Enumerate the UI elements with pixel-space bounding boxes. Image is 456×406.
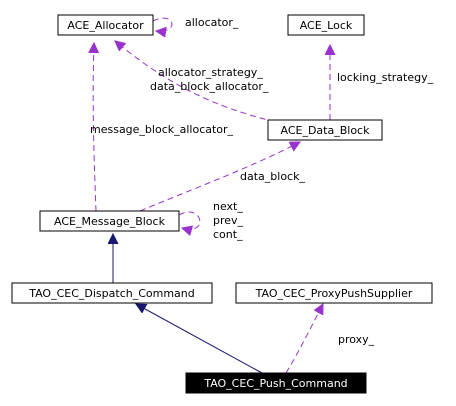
node-tao-cec-dispatch-command[interactable]: TAO_CEC_Dispatch_Command (11, 282, 213, 304)
node-ace-lock-label: ACE_Lock (300, 19, 353, 32)
edge-label-cont: cont_ (213, 228, 243, 241)
edge-label-data-block-allocator: data_block_allocator_ (150, 80, 269, 93)
node-tao-cec-dispatch-command-label: TAO_CEC_Dispatch_Command (28, 287, 195, 300)
edge-data-block-to-allocator (115, 41, 276, 123)
edge-label-prev: prev_ (213, 214, 244, 227)
node-tao-cec-proxy-push-supplier[interactable]: TAO_CEC_ProxyPushSupplier (235, 282, 433, 304)
edge-label-message-block-allocator: message_block_allocator_ (90, 123, 234, 136)
edge-message-block-self (178, 211, 201, 229)
edge-label-proxy: proxy_ (338, 333, 375, 346)
edge-message-block-to-allocator (93, 43, 96, 212)
node-ace-message-block-label: ACE_Message_Block (54, 215, 166, 228)
node-tao-cec-proxy-push-supplier-label: TAO_CEC_ProxyPushSupplier (255, 287, 413, 300)
edge-label-allocator: allocator_ (185, 16, 239, 29)
edge-label-data-block: data_block_ (240, 170, 305, 183)
node-ace-data-block[interactable]: ACE_Data_Block (267, 119, 383, 141)
node-ace-allocator[interactable]: ACE_Allocator (57, 14, 154, 36)
node-ace-allocator-label: ACE_Allocator (67, 19, 144, 32)
edge-push-to-proxy (285, 304, 323, 374)
edge-push-inherits-dispatch (136, 304, 263, 374)
edge-message-block-to-data-block (139, 142, 300, 212)
node-tao-cec-push-command-label: TAO_CEC_Push_Command (203, 377, 347, 390)
node-ace-message-block[interactable]: ACE_Message_Block (39, 210, 180, 232)
node-tao-cec-push-command[interactable]: TAO_CEC_Push_Command (185, 372, 367, 394)
node-ace-data-block-label: ACE_Data_Block (281, 124, 371, 137)
edge-label-allocator-strategy: allocator_strategy_ (158, 66, 263, 79)
edge-allocator-self (152, 17, 173, 31)
node-ace-lock[interactable]: ACE_Lock (287, 14, 365, 36)
edge-label-next: next_ (213, 200, 243, 213)
edge-label-locking-strategy: locking_strategy_ (337, 71, 434, 84)
